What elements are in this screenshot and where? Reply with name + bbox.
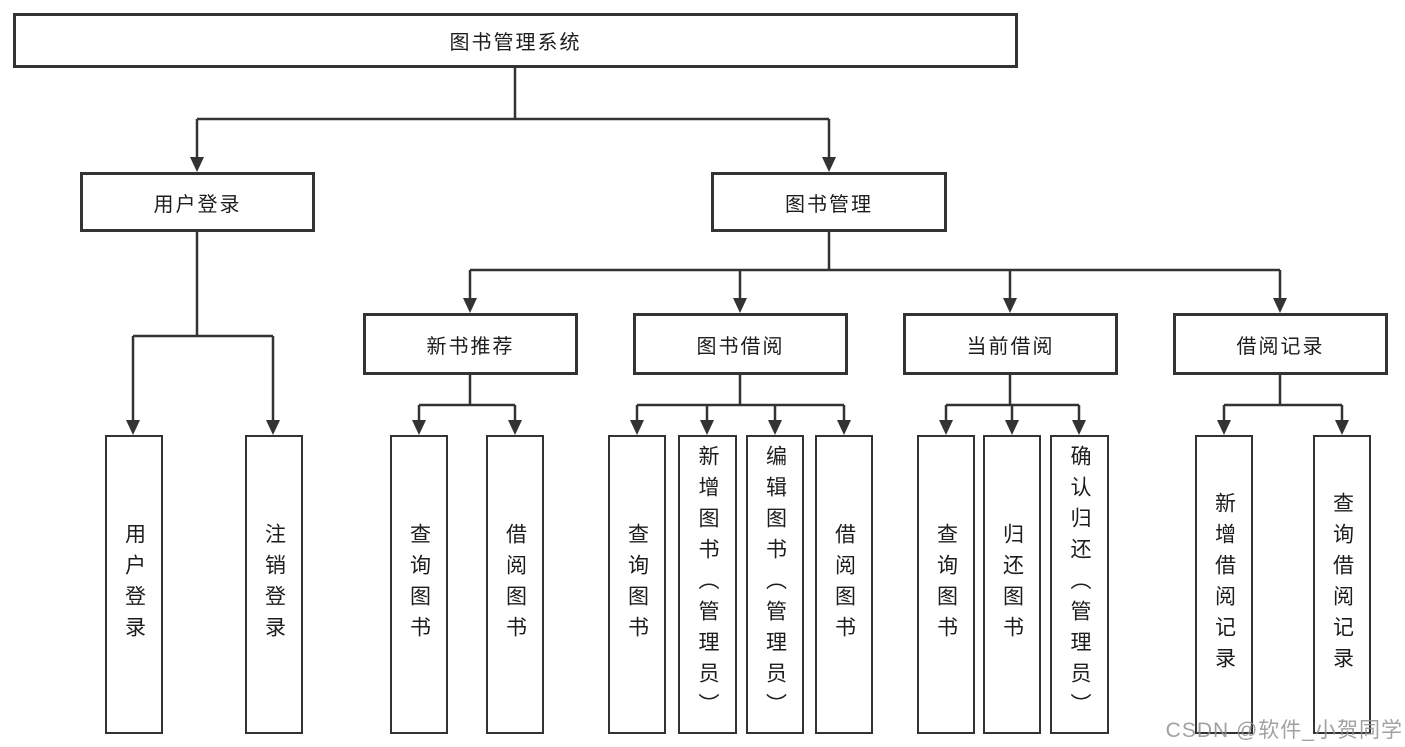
node-label: 图书管理 — [785, 193, 873, 216]
node-label: 图书借阅 — [696, 335, 785, 358]
leaf-current-query-books: 查询图书 — [917, 435, 975, 734]
node-label: 编辑图书（管理员） — [763, 445, 787, 724]
connector-recommend-to-leaves — [417, 375, 517, 422]
node-label: 借阅图书 — [503, 522, 527, 647]
node-current-borrow: 当前借阅 — [903, 313, 1118, 375]
leaf-records-query-record: 查询借阅记录 — [1313, 435, 1371, 734]
leaf-records-add-record: 新增借阅记录 — [1195, 435, 1253, 734]
node-label: 借阅图书 — [832, 522, 856, 647]
connector-userlogin-to-leaves — [131, 232, 275, 422]
node-label: 用户登录 — [153, 193, 242, 216]
node-label: 查询图书 — [934, 522, 958, 647]
node-book-borrow: 图书借阅 — [633, 313, 848, 375]
connector-bookborrow-to-leaves — [635, 375, 846, 422]
node-label: 注销登录 — [262, 522, 286, 647]
leaf-recommend-query-books: 查询图书 — [390, 435, 448, 734]
node-label: 查询图书 — [625, 522, 649, 647]
node-borrow-records: 借阅记录 — [1173, 313, 1388, 375]
node-label: 新增借阅记录 — [1212, 491, 1236, 678]
node-label: 当前借阅 — [966, 335, 1055, 358]
node-label: 借阅记录 — [1236, 335, 1325, 358]
leaf-recommend-borrow-books: 借阅图书 — [486, 435, 544, 734]
leaf-current-return-books: 归还图书 — [983, 435, 1041, 734]
leaf-borrow-query-books: 查询图书 — [608, 435, 666, 734]
leaf-borrow-add-books-admin: 新增图书（管理员） — [678, 435, 737, 734]
node-user-login-branch: 用户登录 — [80, 172, 315, 232]
leaf-current-confirm-return-admin: 确认归还（管理员） — [1050, 435, 1109, 734]
node-book-management-branch: 图书管理 — [711, 172, 947, 232]
node-label: 确认归还（管理员） — [1068, 445, 1091, 724]
node-label: 用户登录 — [122, 522, 146, 647]
node-new-book-recommend: 新书推荐 — [363, 313, 578, 375]
node-label: 新增图书（管理员） — [696, 445, 719, 724]
connector-bookmgmt-to-level3 — [468, 232, 1282, 300]
connector-root-to-level2 — [195, 68, 831, 159]
leaf-logout: 注销登录 — [245, 435, 303, 734]
leaf-borrow-borrow-books: 借阅图书 — [815, 435, 873, 734]
node-library-management-system: 图书管理系统 — [13, 13, 1018, 68]
node-label: 新书推荐 — [426, 335, 515, 358]
node-label: 图书管理系统 — [449, 32, 582, 54]
node-label: 归还图书 — [1000, 522, 1024, 647]
connector-records-to-leaves — [1222, 375, 1344, 422]
leaf-user-login: 用户登录 — [105, 435, 163, 734]
connector-currentborrow-to-leaves — [944, 375, 1081, 422]
node-label: 查询图书 — [407, 522, 431, 647]
leaf-borrow-edit-books-admin: 编辑图书（管理员） — [746, 435, 804, 734]
node-label: 查询借阅记录 — [1330, 491, 1354, 678]
